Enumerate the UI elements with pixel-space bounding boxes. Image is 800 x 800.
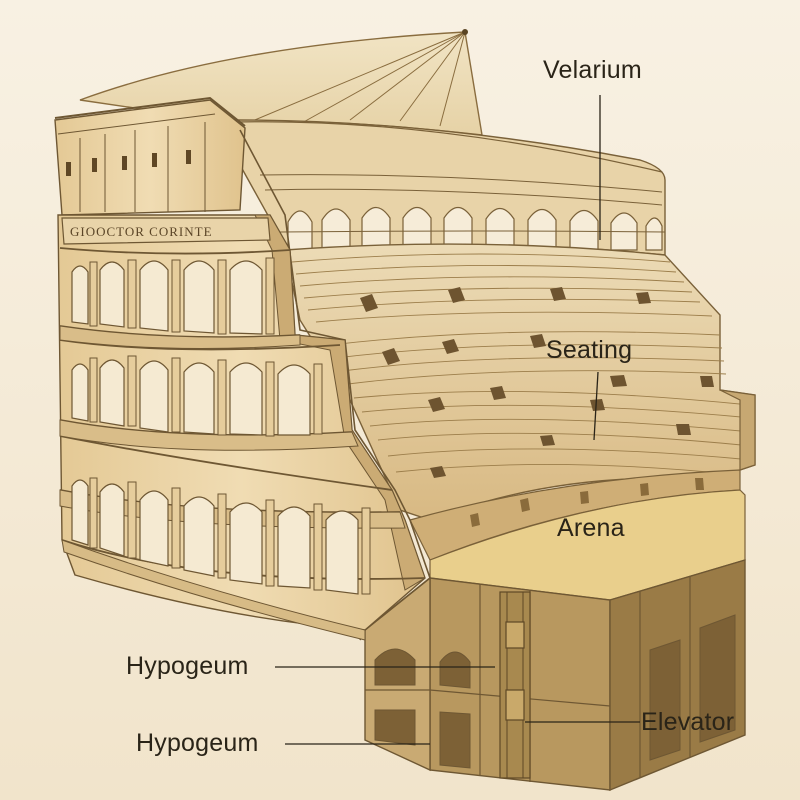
elevator-label: Elevator — [641, 708, 735, 736]
facade-inscription: GIOOCTOR CORINTE — [70, 224, 213, 239]
arena-label: Arena — [557, 514, 625, 542]
seating-label: Seating — [546, 336, 633, 364]
elevator-shaft — [499, 591, 531, 779]
leader-lines — [275, 95, 640, 745]
seating-tiers — [284, 243, 756, 521]
hypogeum-lower-label: Hypogeum — [136, 729, 259, 757]
hypogeum — [364, 559, 746, 792]
seating-leader — [593, 371, 599, 441]
outer-facade: GIOOCTOR CORINTE — [54, 96, 431, 641]
hypogeum-upper-label: Hypogeum — [126, 652, 249, 680]
arena — [409, 469, 746, 601]
velarium-label: Velarium — [543, 56, 642, 84]
back-rim-wall — [234, 119, 666, 256]
